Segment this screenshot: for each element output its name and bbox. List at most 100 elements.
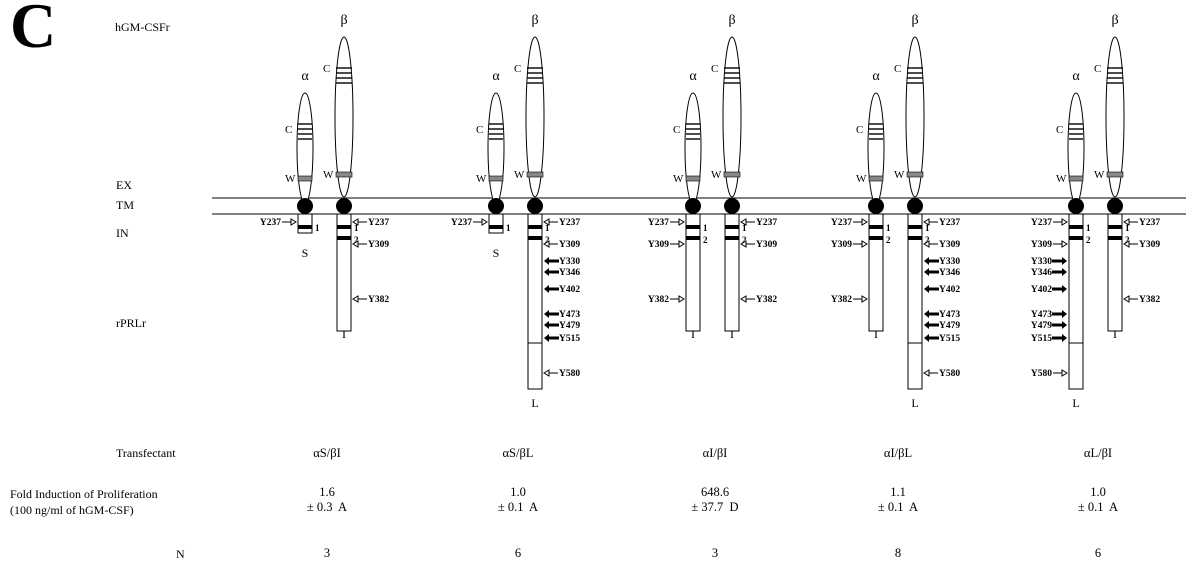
transfectant-name-4: αL/βI — [1028, 446, 1168, 461]
transfectant-row-label: Transfectant — [116, 446, 176, 461]
beta-chain-2-form-label: I — [730, 327, 734, 341]
n-value-3: 8 — [828, 546, 968, 561]
beta-chain-1-y515-label: Y515 — [559, 334, 580, 344]
beta-chain-4-greek-label: β — [1111, 13, 1118, 28]
beta-chain-3-y580-label: Y580 — [939, 369, 960, 379]
transfectant-name-2: αI/βI — [645, 446, 785, 461]
beta-chain-3-y346-arrow — [924, 268, 929, 276]
alpha-chain-3-y382-label: Y382 — [831, 295, 852, 305]
alpha-chain-0-box1-num: 1 — [315, 223, 320, 233]
beta-chain-2-y237-label: Y237 — [756, 218, 777, 228]
beta-chain-1-y346-arrow — [544, 268, 549, 276]
alpha-chain-0-greek-label: α — [301, 69, 309, 84]
transfectant-name-1: αS/βL — [448, 446, 588, 461]
beta-chain-4-y382-label: Y382 — [1139, 295, 1160, 305]
alpha-chain-1-w-label: W — [476, 173, 487, 185]
alpha-chain-2-box2-num: 2 — [703, 235, 708, 245]
alpha-chain-4-y402-label: Y402 — [1031, 285, 1052, 295]
beta-chain-1-w-label: W — [514, 169, 525, 181]
beta-chain-3-y330-label: Y330 — [939, 257, 960, 267]
alpha-chain-2-box2-motif — [686, 236, 700, 240]
beta-chain-1-y330-arrow — [544, 257, 549, 265]
alpha-chain-4-y580-label: Y580 — [1031, 369, 1052, 379]
alpha-chain-0-y237-label: Y237 — [260, 218, 281, 228]
alpha-chain-4-box1-motif — [1069, 225, 1083, 229]
beta-chain-4-box1-motif — [1108, 225, 1122, 229]
beta-chain-3-y473-label: Y473 — [939, 310, 960, 320]
fold-sd-0: ± 0.3 A — [257, 500, 397, 515]
alpha-chain-0-ws-motif — [298, 176, 312, 181]
alpha-chain-3-y382-arrow — [862, 296, 867, 302]
alpha-chain-2-box1-motif — [686, 225, 700, 229]
beta-chain-0-y382-arrow — [353, 296, 358, 302]
alpha-chain-0-c-label: C — [285, 124, 292, 136]
alpha-chain-1-y237-label: Y237 — [451, 218, 472, 228]
n-value-2: 3 — [645, 546, 785, 561]
alpha-chain-4-y473-label: Y473 — [1031, 310, 1052, 320]
alpha-chain-4-y237-label: Y237 — [1031, 218, 1052, 228]
fold-induction-2: 648.6± 37.7 D — [645, 485, 785, 515]
alpha-chain-1-form-label: S — [493, 246, 500, 260]
beta-chain-0-greek-label: β — [340, 13, 347, 28]
alpha-chain-4-y309-label: Y309 — [1031, 240, 1052, 250]
n-value-0: 3 — [257, 546, 397, 561]
beta-chain-1-greek-label: β — [531, 13, 538, 28]
beta-chain-4-w-label: W — [1094, 169, 1105, 181]
fold-induction-1: 1.0± 0.1 A — [448, 485, 588, 515]
fold-row-label-line2: (100 ng/ml of hGM-CSF) — [10, 503, 134, 518]
beta-chain-1-transmembrane — [527, 198, 543, 214]
beta-chain-1-box1-motif — [528, 225, 542, 229]
n-value-1: 6 — [448, 546, 588, 561]
alpha-chain-1-box1-motif — [489, 225, 503, 229]
beta-chain-3-box1-motif — [908, 225, 922, 229]
beta-chain-4-form-label: I — [1113, 327, 1117, 341]
fold-induction-0: 1.6± 0.3 A — [257, 485, 397, 515]
alpha-chain-0-w-label: W — [285, 173, 296, 185]
fold-sd-1: ± 0.1 A — [448, 500, 588, 515]
alpha-chain-4-y479-label: Y479 — [1031, 321, 1052, 331]
transfectant-name-3: αI/βL — [828, 446, 968, 461]
alpha-chain-2-w-label: W — [673, 173, 684, 185]
alpha-chain-3-y309-label: Y309 — [831, 240, 852, 250]
alpha-chain-4-y237-arrow — [1062, 219, 1067, 225]
alpha-chain-0-y237-arrow — [291, 219, 296, 225]
alpha-chain-0-extracellular — [297, 93, 313, 203]
beta-chain-0-box1-motif — [337, 225, 351, 229]
beta-chain-0-w-label: W — [323, 169, 334, 181]
fold-value-2: 648.6 — [645, 485, 785, 500]
alpha-chain-4-w-label: W — [1056, 173, 1067, 185]
alpha-chain-3-ws-motif — [869, 176, 883, 181]
alpha-chain-4-y346-label: Y346 — [1031, 268, 1052, 278]
alpha-chain-4-y330-arrow — [1062, 257, 1067, 265]
beta-chain-3-greek-label: β — [911, 13, 918, 28]
fold-value-0: 1.6 — [257, 485, 397, 500]
beta-chain-1-y515-arrow — [544, 334, 549, 342]
beta-chain-2-box2-motif — [725, 236, 739, 240]
alpha-chain-4-intracellular-box — [1069, 214, 1083, 389]
alpha-chain-0-transmembrane — [297, 198, 313, 214]
alpha-chain-4-greek-label: α — [1072, 69, 1080, 84]
alpha-chain-2-extracellular — [685, 93, 701, 203]
beta-chain-3-transmembrane — [907, 198, 923, 214]
alpha-chain-3-greek-label: α — [872, 69, 880, 84]
beta-chain-1-form-label: L — [531, 396, 538, 410]
alpha-chain-4-c-label: C — [1056, 124, 1063, 136]
beta-chain-3-intracellular-box — [908, 214, 922, 389]
beta-chain-3-y473-arrow — [924, 310, 929, 318]
alpha-chain-3-form-label: I — [874, 327, 878, 341]
alpha-chain-2-y237-arrow — [679, 219, 684, 225]
alpha-chain-4-y402-arrow — [1062, 285, 1067, 293]
alpha-chain-0-box1-motif — [298, 225, 312, 229]
beta-chain-1-ws-motif — [527, 172, 543, 177]
alpha-chain-4-y346-arrow — [1062, 268, 1067, 276]
beta-chain-1-y402-arrow — [544, 285, 549, 293]
fold-induction-4: 1.0± 0.1 A — [1028, 485, 1168, 515]
beta-chain-1-y309-label: Y309 — [559, 240, 580, 250]
beta-chain-0-y382-label: Y382 — [368, 295, 389, 305]
alpha-chain-2-ws-motif — [686, 176, 700, 181]
beta-chain-3-box2-motif — [908, 236, 922, 240]
beta-chain-4-y237-label: Y237 — [1139, 218, 1160, 228]
alpha-chain-4-transmembrane — [1068, 198, 1084, 214]
